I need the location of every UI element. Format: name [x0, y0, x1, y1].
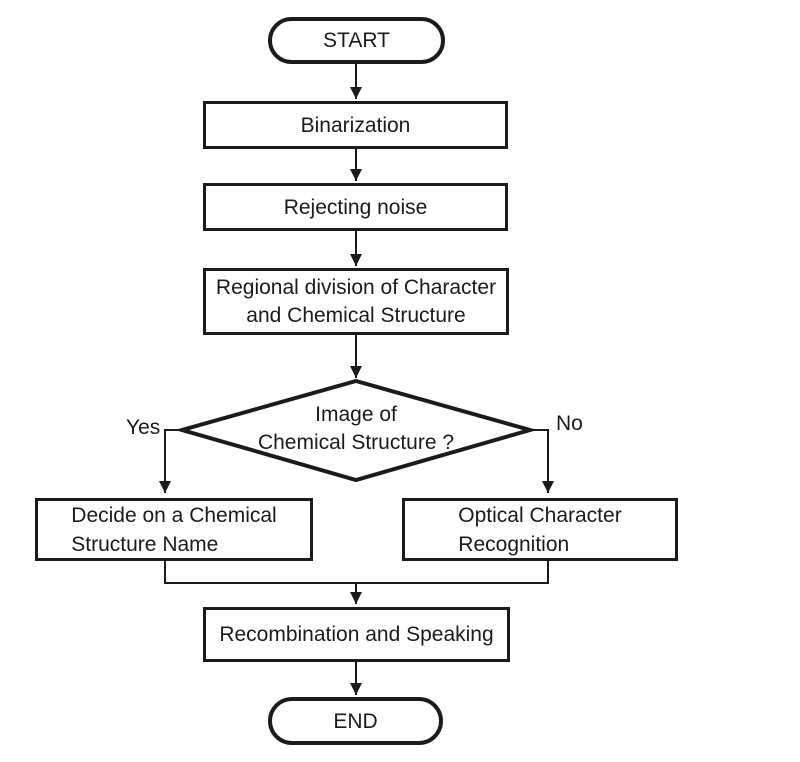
edge-merge-line [164, 560, 549, 584]
decision-line1: Image of [315, 403, 397, 426]
branch-label-yes: Yes [126, 416, 161, 439]
regional-division-line2: and Chemical Structure [246, 303, 466, 327]
edge-decision-no-to-ocr [526, 429, 554, 493]
node-end: END [268, 697, 443, 745]
branch-label-no: No [556, 412, 583, 435]
regional-division-line1: Regional division of Character [215, 275, 497, 299]
edge-decision-yes-to-decide-name [159, 429, 186, 493]
node-binarization-label: Binarization [300, 113, 411, 137]
ocr-line2: Recognition [458, 532, 570, 556]
node-decision-label: Image of Chemical Structure ? [206, 401, 506, 457]
node-optical-character-recognition: Optical Character Recognition [402, 498, 678, 561]
decision-diamond-shape [174, 378, 538, 483]
node-end-label: END [333, 709, 378, 733]
node-ocr-label: Optical Character Recognition [458, 501, 621, 559]
node-decide-structure-name-label: Decide on a Chemical Structure Name [71, 501, 276, 559]
node-rejecting-noise: Rejecting noise [203, 183, 508, 231]
decide-name-line1: Decide on a Chemical [71, 503, 277, 527]
decide-name-line2: Structure Name [71, 532, 219, 556]
node-binarization: Binarization [203, 101, 508, 149]
node-start: START [268, 17, 445, 64]
decision-line2: Chemical Structure ? [257, 431, 455, 454]
node-decide-structure-name: Decide on a Chemical Structure Name [35, 498, 313, 561]
node-rejecting-noise-label: Rejecting noise [283, 195, 428, 219]
node-recombination-label: Recombination and Speaking [219, 623, 494, 646]
node-regional-division-label: Regional division of Character and Chemi… [216, 274, 496, 330]
node-regional-division: Regional division of Character and Chemi… [203, 268, 509, 335]
ocr-line1: Optical Character [458, 503, 622, 527]
node-recombination: Recombination and Speaking [203, 607, 510, 662]
node-start-label: START [323, 29, 390, 52]
